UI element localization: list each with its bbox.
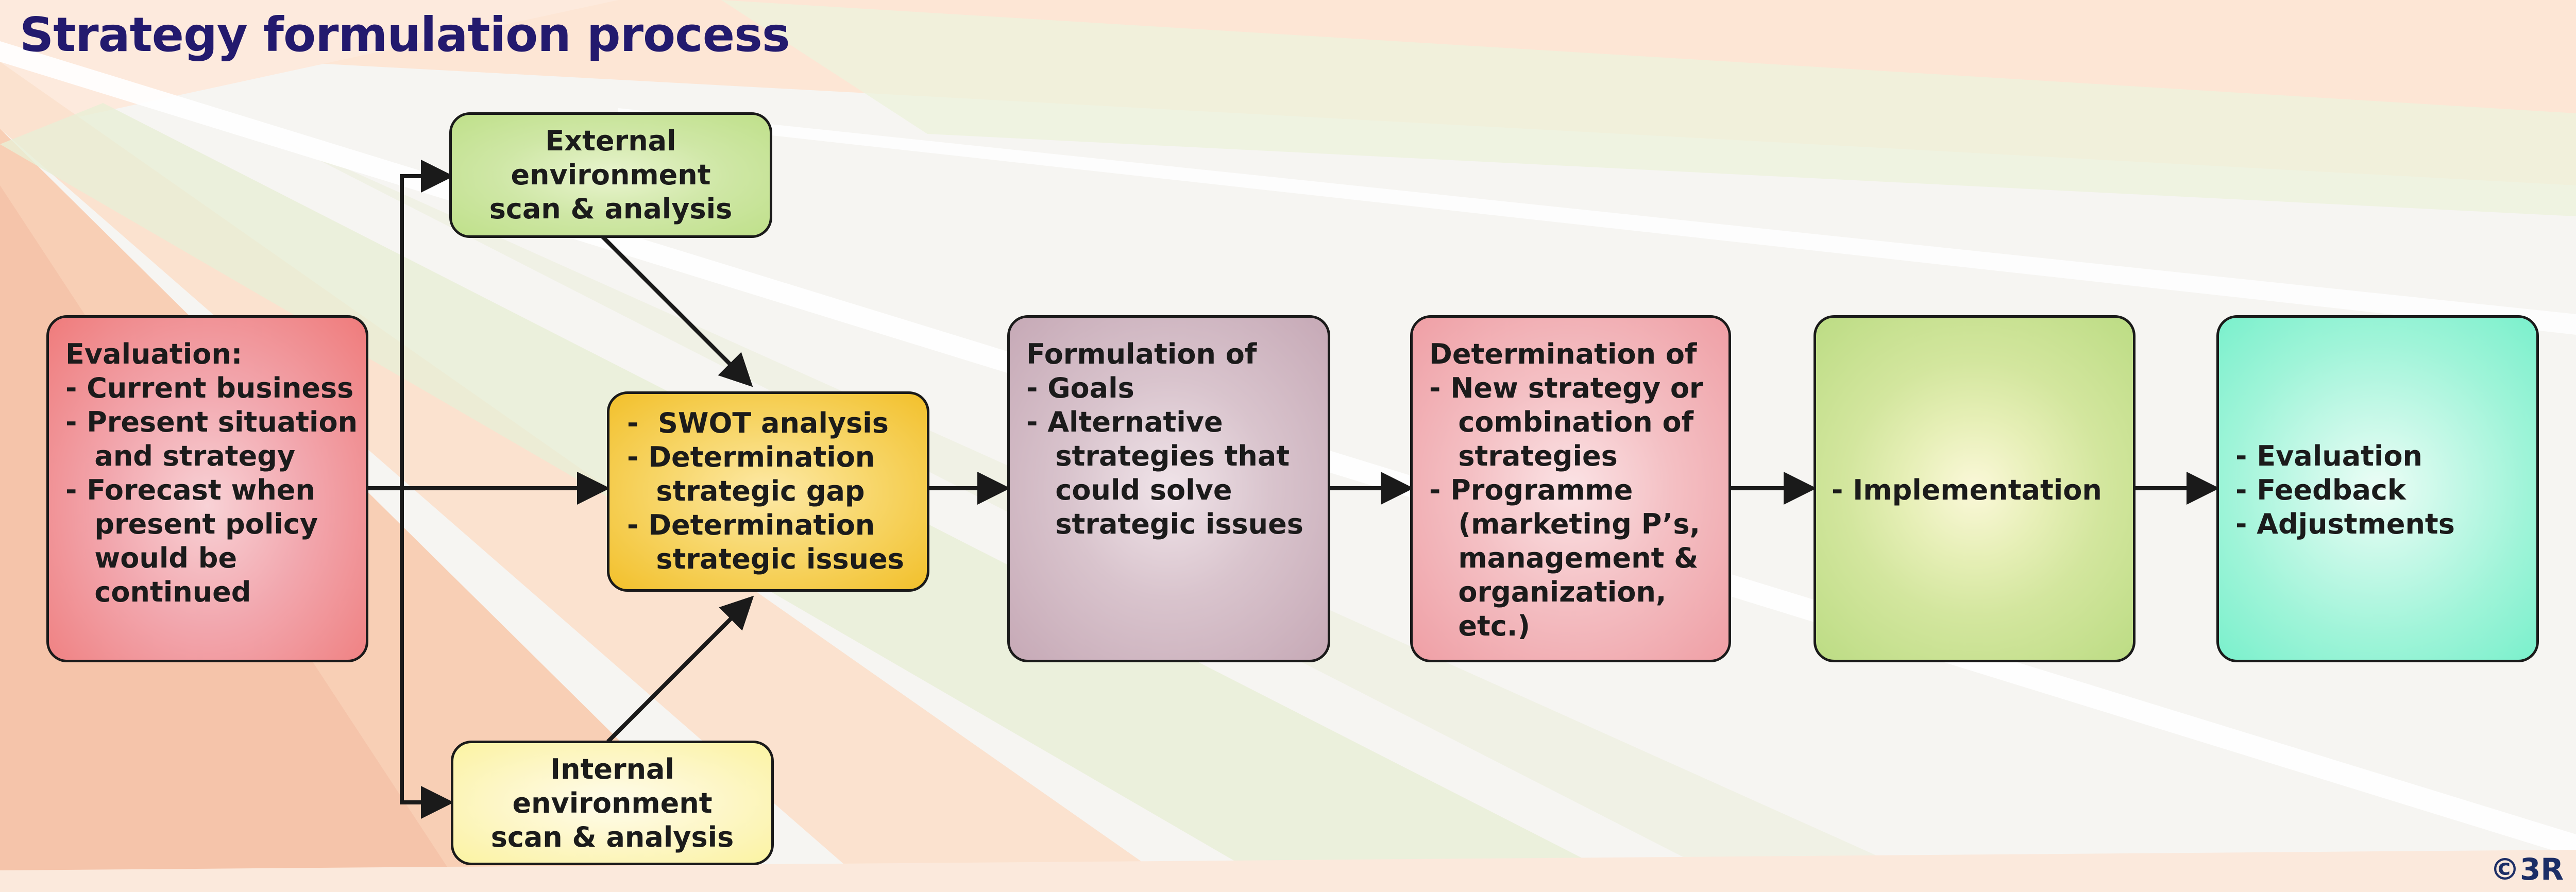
box-text-line: could solve <box>1026 474 1232 506</box>
box-text-line: etc.) <box>1429 610 1531 642</box>
box-text-line: - Evaluation <box>2235 440 2422 472</box>
box-text-line: Internal <box>550 753 674 785</box>
box-text-line: Determination of <box>1429 338 1697 370</box>
determination-box: Determination of- New strategy or combin… <box>1410 315 1731 662</box>
box-text-line: strategies that <box>1026 440 1290 472</box>
box-text-line: (marketing P’s, <box>1429 508 1700 540</box>
formulation-text: Formulation of- Goals- Alternative strat… <box>1026 337 1303 541</box>
feedback-text: - Evaluation- Feedback- Adjustments <box>2235 439 2455 541</box>
box-text-line: Evaluation: <box>65 338 243 370</box>
box-text-line: - Adjustments <box>2235 508 2455 540</box>
box-text-line: - Determination <box>627 509 875 541</box>
swot-analysis-text: - SWOT analysis- Determination strategic… <box>627 406 904 576</box>
swot-analysis-box: - SWOT analysis- Determination strategic… <box>607 391 929 592</box>
box-text-line: scan & analysis <box>490 821 734 853</box>
evaluation-text: Evaluation:- Current business- Present s… <box>65 337 358 609</box>
box-text-line: - New strategy or <box>1429 372 1703 404</box>
box-text-line: strategic issues <box>627 543 904 575</box>
box-text-line: organization, <box>1429 576 1667 608</box>
box-text-line: scan & analysis <box>489 193 733 225</box>
box-text-line: - Goals <box>1026 372 1134 404</box>
implementation-text: - Implementation <box>1832 473 2102 507</box>
feedback-box: - Evaluation- Feedback- Adjustments <box>2216 315 2539 662</box>
box-text-line: - Alternative <box>1026 406 1223 438</box>
box-text-line: strategic issues <box>1026 508 1303 540</box>
box-text-line: environment <box>511 159 711 191</box>
implementation-box: - Implementation <box>1814 315 2136 662</box>
box-text-line: combination of <box>1429 406 1694 438</box>
box-text-line: environment <box>512 787 713 819</box>
box-text-line: - Current business <box>65 372 354 404</box>
box-text-line: - Determination <box>627 441 875 473</box>
box-text-line: continued <box>65 576 251 608</box>
box-text-line: - Feedback <box>2235 474 2406 506</box>
evaluation-box: Evaluation:- Current business- Present s… <box>46 315 368 662</box>
determination-text: Determination of- New strategy or combin… <box>1429 337 1703 643</box>
box-text-line: Formulation of <box>1026 338 1257 370</box>
box-text-line: present policy <box>65 508 318 540</box>
box-text-line: strategic gap <box>627 475 865 507</box>
box-text-line: - Present situation <box>65 406 358 438</box>
box-text-line: - Programme <box>1429 474 1633 506</box>
copyright-mark: ©3R <box>2489 852 2564 887</box>
box-text-line: would be <box>65 542 238 574</box>
page-title: Strategy formulation process <box>20 7 790 62</box>
box-text-line: - Forecast when <box>65 474 315 506</box>
box-text-line: strategies <box>1429 440 1618 472</box>
box-text-line: and strategy <box>65 440 296 472</box>
box-text-line: - Implementation <box>1832 474 2102 506</box>
box-text-line: External <box>545 125 676 157</box>
box-text-line: management & <box>1429 542 1699 574</box>
box-text-line: - SWOT analysis <box>627 407 889 439</box>
formulation-box: Formulation of- Goals- Alternative strat… <box>1007 315 1330 662</box>
